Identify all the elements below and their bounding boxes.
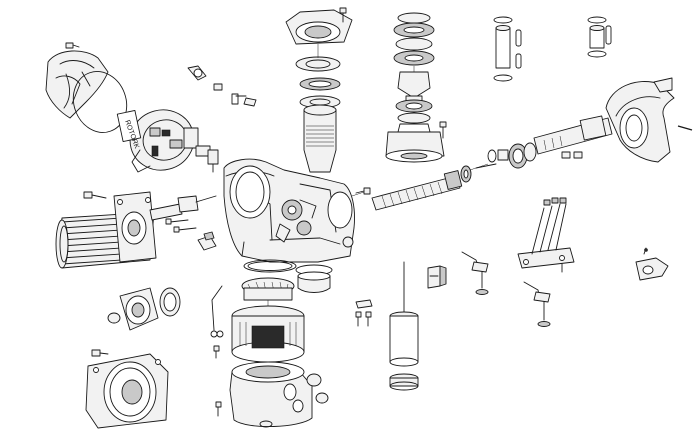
sleeve-screws — [355, 299, 373, 327]
limit-switch-wiring — [517, 197, 575, 269]
top-cover-bolt — [339, 7, 347, 23]
cylindrical-sleeve — [389, 261, 419, 367]
plug-connector — [197, 231, 217, 251]
lower-motor-flange — [85, 353, 169, 429]
worm-shaft-end-screw — [355, 187, 371, 195]
control-module-pcb — [129, 109, 211, 173]
terminal-clip-parts — [187, 65, 257, 107]
handwheel-guard-screw — [65, 42, 80, 49]
sensor-probe-lower — [523, 281, 551, 327]
screws-small-group — [165, 218, 197, 233]
drive-bush-ring — [295, 264, 333, 293]
base-cover-plugs — [306, 373, 329, 404]
right-small-tab — [573, 151, 583, 159]
lower-flange-screws — [91, 349, 109, 357]
spring-pack — [231, 305, 305, 363]
output-sleeve — [397, 71, 431, 111]
worm-shaft — [371, 170, 463, 211]
rotork-name-plate: ROTORK — [116, 109, 142, 150]
drive-shaft-vertical — [303, 104, 337, 173]
base-screws — [213, 345, 222, 417]
worm-bearing — [460, 165, 472, 183]
module-connector — [207, 149, 219, 173]
assembly-leader-lines — [267, 44, 489, 306]
guard-o-ring — [72, 71, 128, 133]
top-thrust-bearing-set — [295, 56, 341, 109]
drive-gear-wheel — [508, 142, 537, 169]
short-pin-set — [493, 16, 522, 82]
handwheel-lever-arm — [605, 77, 675, 163]
motor-end-flange — [113, 191, 157, 263]
worm-gear-ring — [159, 287, 181, 317]
thrust-base-block — [385, 123, 445, 163]
top-cover-flange — [285, 9, 353, 45]
indicator-bracket-far-right — [635, 247, 669, 281]
motor-shaft-coupling — [149, 195, 217, 221]
base-housing — [229, 361, 313, 428]
spring-pack-wire — [210, 285, 224, 338]
clutch-shaft — [533, 115, 613, 155]
thrust-base-screw — [439, 121, 447, 139]
handwheel-pin — [677, 125, 693, 131]
worm-bearing-housing — [107, 287, 159, 331]
output-bearing-stack — [393, 12, 435, 66]
terminal-block-small — [427, 265, 447, 289]
clutch-spacers — [475, 149, 571, 169]
gear-train-assembly — [275, 199, 317, 243]
housing-side-plug — [342, 236, 354, 248]
bushing-set — [587, 16, 612, 58]
lower-bearing-pair — [395, 99, 433, 124]
sleeve-bottom-ring — [389, 373, 419, 391]
lower-gear-cluster — [241, 277, 295, 301]
base-o-ring — [243, 259, 297, 273]
sensor-probe-upper — [461, 251, 489, 295]
motor-bolt-left — [83, 191, 107, 199]
